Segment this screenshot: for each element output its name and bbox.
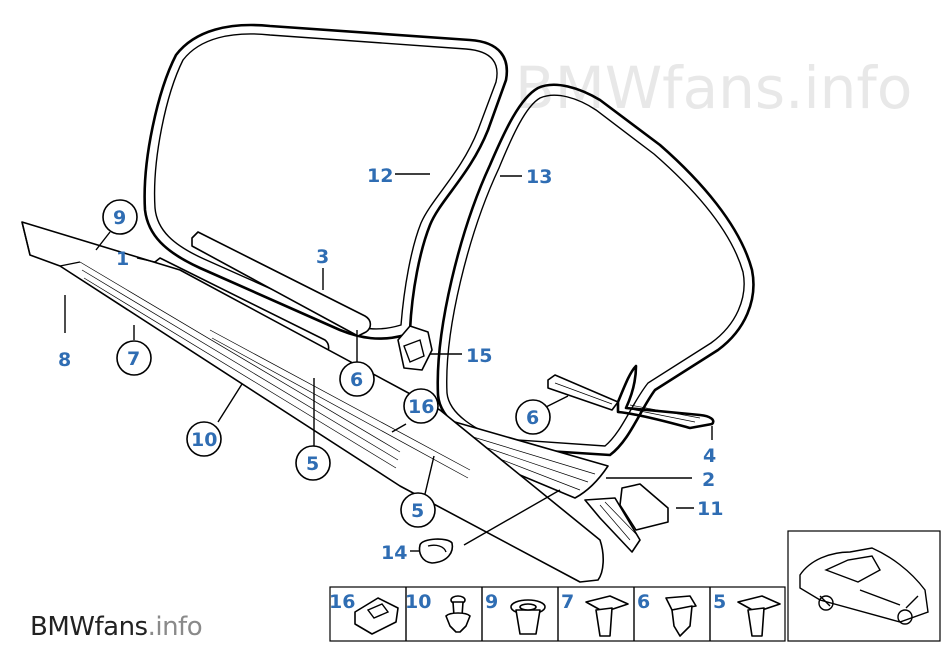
front-door-seal <box>143 23 509 340</box>
watermark: BMWfans.info <box>515 54 912 122</box>
callout-5a: 5 <box>306 453 319 475</box>
clip-15 <box>397 325 433 371</box>
callout-7: 7 <box>127 348 140 370</box>
brand-logo: BMWfans.info <box>30 612 203 642</box>
callout-2: 2 <box>702 469 715 491</box>
callouts: 1 2 3 4 5 5 6 6 7 8 9 10 11 12 13 14 15 … <box>58 165 723 564</box>
callout-9: 9 <box>113 207 126 229</box>
fastener-legend: 16 10 9 7 6 5 <box>329 586 786 642</box>
callout-3: 3 <box>316 246 329 268</box>
callout-16: 16 <box>408 396 434 418</box>
fastener-5-icon <box>737 595 781 637</box>
legend-label-10: 10 <box>405 591 431 613</box>
rear-door-seal-inner <box>446 94 745 447</box>
callout-14: 14 <box>381 542 407 564</box>
callout-5b: 5 <box>411 500 424 522</box>
fastener-6-icon <box>665 595 697 637</box>
fastener-7-icon <box>585 595 629 637</box>
legend-label-9: 9 <box>485 591 498 613</box>
legend-label-16: 16 <box>329 591 355 613</box>
rocker-panel <box>21 221 604 583</box>
entrance-cover-6-rear <box>547 374 619 411</box>
callout-6a: 6 <box>350 369 363 391</box>
rear-door-seal <box>436 83 755 457</box>
callout-11: 11 <box>697 498 723 520</box>
callout-4: 4 <box>703 445 716 467</box>
sill-trim-3 <box>191 231 372 337</box>
callout-13: 13 <box>526 166 552 188</box>
callout-8: 8 <box>58 349 71 371</box>
callout-1: 1 <box>116 248 129 270</box>
callout-15: 15 <box>466 345 492 367</box>
legend-label-6: 6 <box>637 591 650 613</box>
car-locator-thumbnail <box>787 530 941 642</box>
brand-bold: BMWfans <box>30 612 148 642</box>
callout-10: 10 <box>191 429 217 451</box>
bracket-11 <box>584 483 669 553</box>
callout-circles <box>102 199 551 528</box>
front-door-seal-inner <box>153 33 498 330</box>
fastener-9-icon <box>510 599 546 635</box>
callout-6b: 6 <box>526 407 539 429</box>
leader-lines <box>64 173 713 552</box>
cap-14 <box>418 538 454 564</box>
legend-label-5: 5 <box>713 591 726 613</box>
fastener-16-icon <box>354 597 399 635</box>
callout-12: 12 <box>367 165 393 187</box>
brand-light: .info <box>147 612 203 642</box>
legend-label-7: 7 <box>561 591 574 613</box>
rear-arch-trim <box>616 364 715 430</box>
fastener-10-icon <box>445 595 471 633</box>
entrance-strip-2 <box>435 419 609 499</box>
